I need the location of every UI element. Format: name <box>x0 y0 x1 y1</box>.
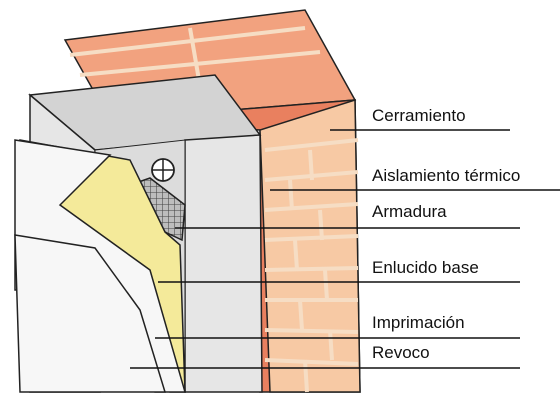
label-enlucido-base: Enlucido base <box>372 258 479 277</box>
label-imprimacion: Imprimación <box>372 313 465 332</box>
label-aislamiento-termico: Aislamiento térmico <box>372 166 521 185</box>
anchor-dowel <box>151 158 175 182</box>
finish-render-front <box>14 234 167 393</box>
insulation-side <box>184 134 263 393</box>
label-revoco: Revoco <box>372 343 430 362</box>
leader-lines <box>130 129 560 369</box>
label-cerramiento: Cerramiento <box>372 106 466 125</box>
label-armadura: Armadura <box>372 202 447 221</box>
mortar-joints <box>69 26 359 393</box>
